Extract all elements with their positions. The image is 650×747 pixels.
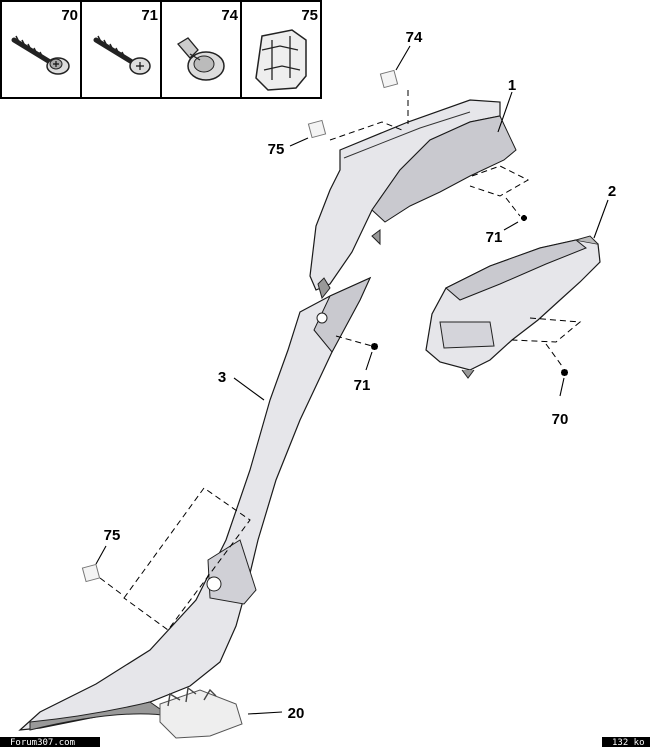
screw-icon (93, 35, 151, 75)
assembly-dashed-lines (99, 90, 582, 631)
spring-clip-icon (255, 29, 307, 91)
callout-labels: 1 2 3 20 70 71 71 74 75 75 (104, 29, 617, 722)
part-20-bracket (159, 686, 243, 739)
footer-source: Forum307.com (10, 738, 75, 747)
callout-leaders (95, 45, 609, 715)
callout-75-lower: 75 (104, 527, 121, 544)
part-1-upper-trim (309, 99, 517, 300)
callout-2: 2 (608, 183, 616, 200)
fastener-legend: 70 71 74 75 (0, 0, 322, 99)
screw-markers (371, 215, 568, 376)
screw-washer-icon (11, 35, 70, 75)
callout-74: 74 (406, 29, 423, 46)
clip-markers (81, 69, 399, 583)
legend-number-70: 70 (61, 7, 78, 24)
callout-71-lower: 71 (354, 377, 371, 394)
legend-number-74: 74 (221, 7, 238, 24)
footer: Forum307.com 132 ko (0, 737, 650, 747)
callout-70: 70 (552, 411, 569, 428)
footer-size: 132 ko (612, 738, 645, 747)
callout-1: 1 (508, 77, 516, 94)
part-2-side-trim (425, 235, 601, 379)
callout-75-upper: 75 (268, 141, 285, 158)
callout-20: 20 (288, 705, 305, 722)
part-3-pillar-trim (18, 276, 372, 731)
legend-number-75: 75 (301, 7, 318, 24)
callout-3: 3 (218, 369, 226, 386)
push-rivet-icon (177, 37, 225, 81)
callout-71-upper: 71 (486, 229, 503, 246)
legend-number-71: 71 (141, 7, 158, 24)
